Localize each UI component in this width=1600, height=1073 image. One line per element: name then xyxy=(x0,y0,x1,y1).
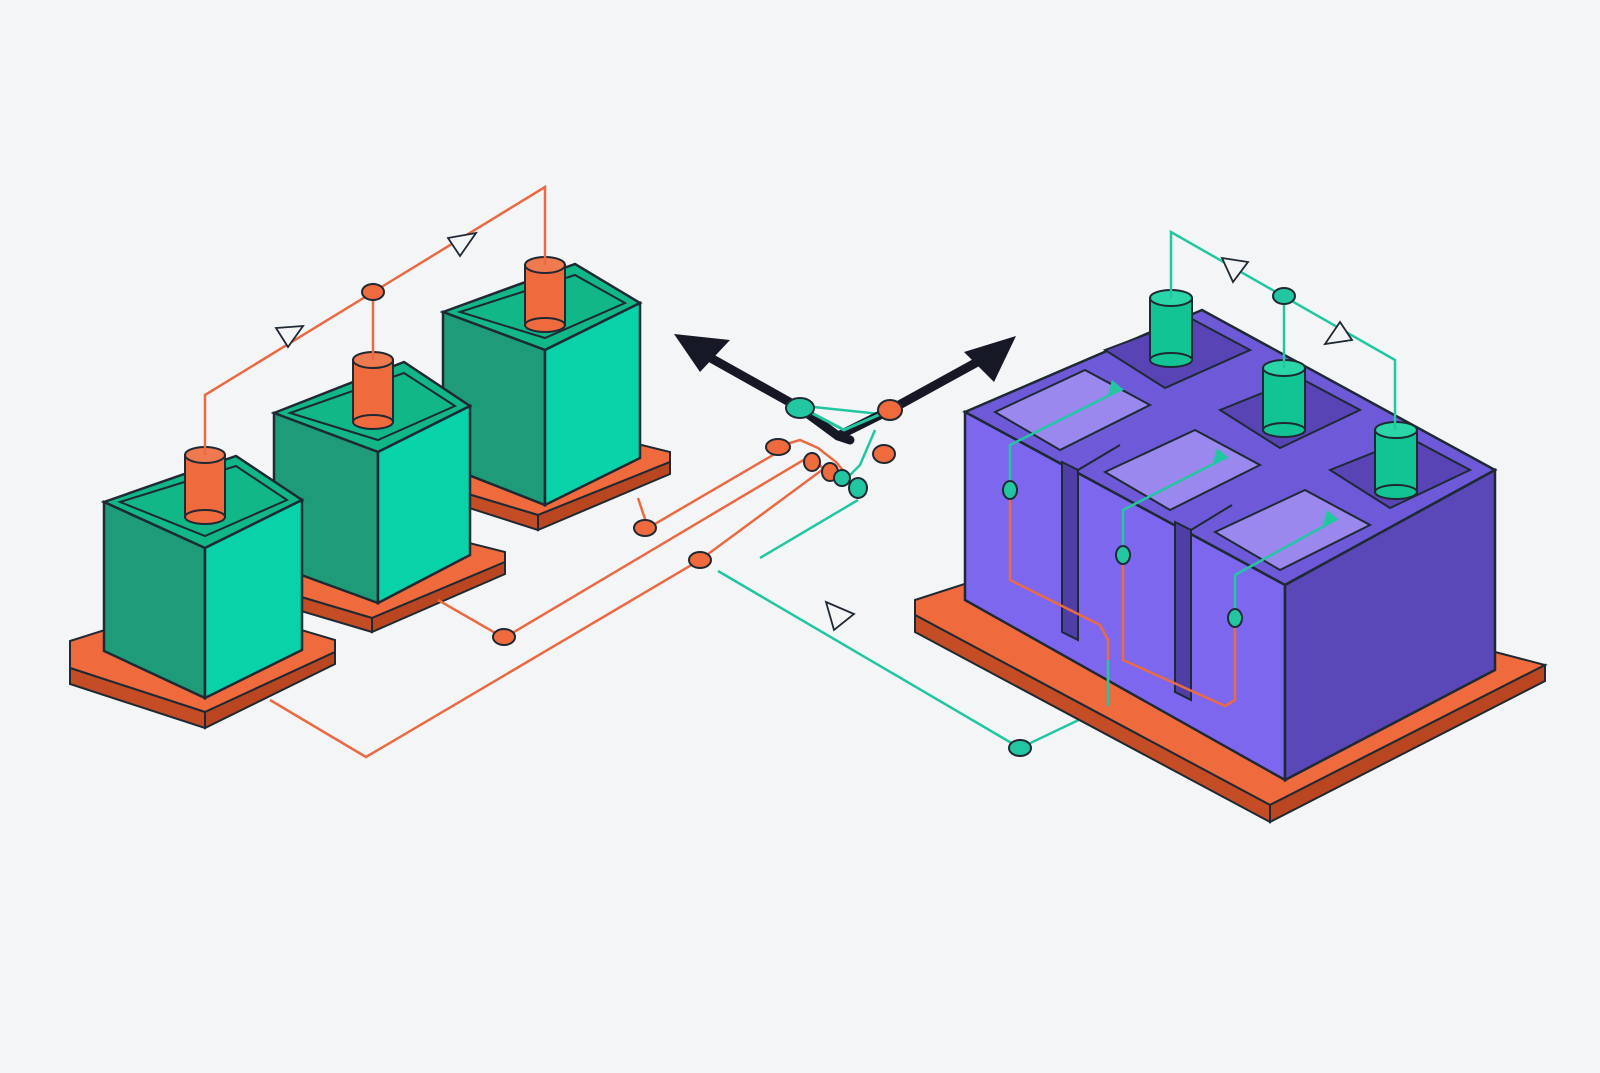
orange-cylinder-icon xyxy=(184,446,226,525)
junction-node xyxy=(872,444,896,464)
arrow-right-up-icon xyxy=(964,336,1016,382)
junction-node xyxy=(803,452,821,472)
connection-nodes xyxy=(492,438,1032,757)
green-cylinder-icon xyxy=(1149,289,1193,368)
arrow-right-down-icon xyxy=(1323,320,1354,346)
junction-node xyxy=(1002,480,1018,500)
junction-node xyxy=(1227,608,1243,628)
green-cylinder-icon xyxy=(1374,421,1418,500)
junction-node xyxy=(1272,287,1296,305)
right-top-circuit xyxy=(1169,229,1397,430)
junction-node xyxy=(688,551,712,569)
arrow-right-up-icon xyxy=(274,324,305,349)
internal-traces xyxy=(1002,380,1339,708)
left-unit-front xyxy=(69,446,336,730)
hub-node-right xyxy=(877,399,903,421)
junction-node xyxy=(492,628,516,646)
junction-node xyxy=(633,519,657,537)
left-cluster xyxy=(69,184,671,730)
arrow-left-up-icon xyxy=(674,334,730,372)
arrow-right-up-icon xyxy=(446,231,478,258)
central-hub xyxy=(674,334,1016,445)
junction-node xyxy=(1008,739,1032,757)
left-top-circuit xyxy=(203,184,547,455)
right-cluster xyxy=(914,229,1548,824)
junction-node xyxy=(361,283,385,301)
junction-node xyxy=(848,477,868,499)
arrow-left-up-icon xyxy=(824,600,856,632)
junction-node xyxy=(1115,545,1131,565)
left-unit-middle xyxy=(263,351,506,634)
module-window xyxy=(1212,488,1373,572)
junction-node xyxy=(765,438,791,456)
purple-block-icon xyxy=(962,308,1498,783)
hub-node-left xyxy=(785,397,815,419)
green-cylinder-icon xyxy=(1262,359,1306,438)
orange-cylinder-icon xyxy=(524,256,566,333)
arrow-left-up-icon xyxy=(1220,256,1250,284)
left-unit-back xyxy=(437,256,671,532)
junction-node xyxy=(833,469,851,487)
orange-cylinder-icon xyxy=(352,351,394,430)
